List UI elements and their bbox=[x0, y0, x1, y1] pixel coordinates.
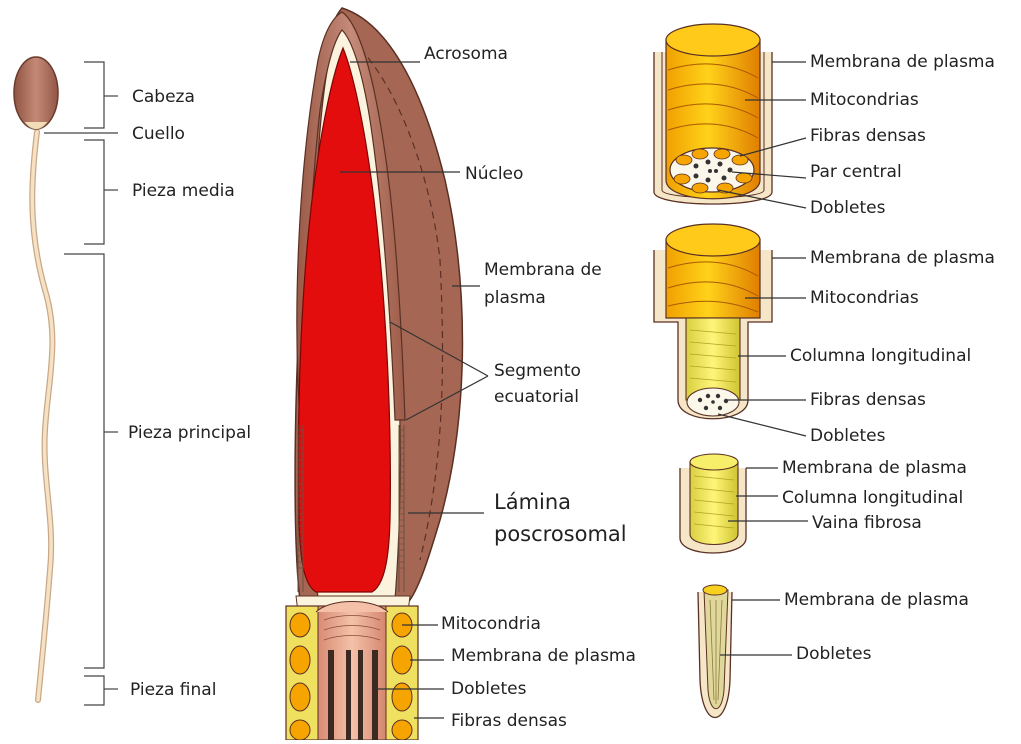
label-s2-longitudinal-column: Columna longitudinal bbox=[790, 346, 971, 366]
section-principal-start bbox=[654, 224, 772, 419]
label-equatorial-segment-line2: ecuatorial bbox=[494, 384, 614, 410]
label-acrosome: Acrosoma bbox=[424, 44, 508, 64]
label-equatorial-segment: Segmento ecuatorial bbox=[494, 358, 614, 410]
sperm-head-shape bbox=[14, 57, 58, 129]
label-s2-dense-fibers: Fibras densas bbox=[810, 390, 926, 410]
section-midpiece bbox=[654, 24, 772, 204]
label-mitochondrion: Mitocondria bbox=[441, 614, 541, 634]
sperm-overview bbox=[14, 57, 58, 700]
label-plasma-membrane-head-line1: Membrana de bbox=[484, 256, 624, 284]
label-s4-plasma-membrane: Membrana de plasma bbox=[784, 590, 969, 610]
label-plasma-membrane-head: Membrana de plasma bbox=[484, 256, 624, 312]
label-s1-mitochondria: Mitocondrias bbox=[810, 90, 919, 110]
label-postacrosomal-lamina-line2: poscrosomal bbox=[494, 518, 654, 550]
label-s4-doublets: Dobletes bbox=[796, 644, 871, 664]
label-s3-fibrous-sheath: Vaina fibrosa bbox=[812, 513, 922, 533]
axoneme-section-1 bbox=[670, 148, 754, 192]
label-s3-longitudinal-column: Columna longitudinal bbox=[782, 488, 963, 508]
label-neck: Cuello bbox=[132, 124, 185, 144]
head-section bbox=[286, 8, 462, 740]
label-end-piece: Pieza final bbox=[130, 680, 216, 700]
overview-brackets bbox=[44, 62, 118, 705]
section-principal bbox=[680, 454, 746, 553]
label-plasma-membrane-head-line2: plasma bbox=[484, 284, 624, 312]
label-s2-plasma-membrane: Membrana de plasma bbox=[810, 248, 995, 268]
label-plasma-membrane-mid: Membrana de plasma bbox=[451, 646, 636, 666]
label-doublets-mid: Dobletes bbox=[451, 679, 526, 699]
label-s1-dense-fibers: Fibras densas bbox=[810, 126, 926, 146]
label-principal-piece: Pieza principal bbox=[128, 423, 251, 443]
label-nucleus: Núcleo bbox=[465, 164, 523, 184]
label-postacrosomal-lamina: Lámina poscrosomal bbox=[494, 486, 654, 550]
label-s1-central-pair: Par central bbox=[810, 162, 902, 182]
label-dense-fibers-mid: Fibras densas bbox=[451, 711, 567, 731]
label-head: Cabeza bbox=[132, 87, 195, 107]
label-postacrosomal-lamina-line1: Lámina bbox=[494, 486, 654, 518]
label-s2-doublets: Dobletes bbox=[810, 426, 885, 446]
sperm-tail bbox=[32, 132, 52, 700]
label-s3-plasma-membrane: Membrana de plasma bbox=[782, 458, 967, 478]
label-midpiece: Pieza media bbox=[132, 181, 235, 201]
section-endpiece bbox=[698, 585, 732, 718]
label-s1-doublets: Dobletes bbox=[810, 198, 885, 218]
label-s2-mitochondria: Mitocondrias bbox=[810, 288, 919, 308]
label-equatorial-segment-line1: Segmento bbox=[494, 358, 614, 384]
label-s1-plasma-membrane: Membrana de plasma bbox=[810, 52, 995, 72]
